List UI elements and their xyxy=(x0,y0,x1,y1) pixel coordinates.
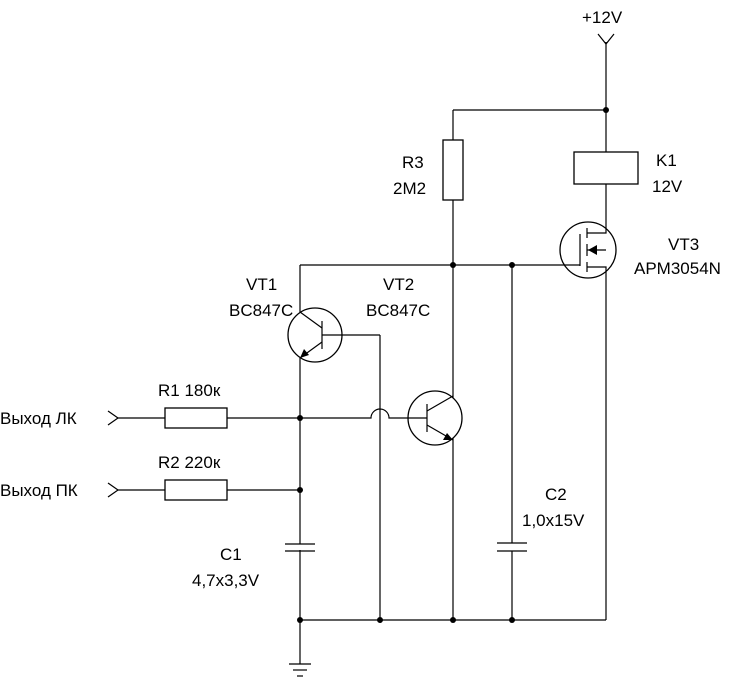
junction-dot xyxy=(450,617,456,623)
input-lk-label: Выход ЛК xyxy=(0,409,77,428)
supply-rail xyxy=(452,109,607,152)
c2-ref-label: C2 xyxy=(545,485,567,504)
vt3-mosfet xyxy=(559,221,617,620)
vt3-value-label: APM3054N xyxy=(634,259,721,278)
r1-label: R1 180к xyxy=(158,381,221,400)
c1-ref-label: C1 xyxy=(220,545,242,564)
k1-ref-label: K1 xyxy=(656,151,677,170)
vt1-ref-label: VT1 xyxy=(246,275,277,294)
c1-capacitor xyxy=(285,543,315,552)
junction-dot xyxy=(297,415,303,421)
vt1-value-label: BC847C xyxy=(229,301,293,320)
r1-resistor xyxy=(164,407,228,429)
input-pk-terminal xyxy=(107,482,120,498)
vt3-ref-label: VT3 xyxy=(668,235,699,254)
supply-label: +12V xyxy=(582,8,623,27)
vt2-value-label: BC847C xyxy=(366,301,430,320)
input-pk-label: Выход ПК xyxy=(0,481,78,500)
r3-value-label: 2M2 xyxy=(393,179,426,198)
junction-dot xyxy=(509,617,515,623)
r3-resistor xyxy=(442,139,464,201)
ground-symbol xyxy=(289,620,311,677)
junction-dot xyxy=(603,107,609,113)
junction-dot xyxy=(297,487,303,493)
k1-relay-coil xyxy=(573,151,639,185)
vt2-transistor xyxy=(407,390,463,446)
supply-terminal xyxy=(597,33,615,110)
junction-dot xyxy=(450,262,456,268)
k1-value-label: 12V xyxy=(652,177,683,196)
vt2-ref-label: VT2 xyxy=(383,275,414,294)
vt1-transistor xyxy=(287,307,380,363)
junction-dot xyxy=(377,617,383,623)
c2-value-label: 1,0x15V xyxy=(522,511,585,530)
r2-label: R2 220к xyxy=(158,453,221,472)
c1-value-label: 4,7x3,3V xyxy=(192,571,260,590)
r2-resistor xyxy=(164,479,228,501)
c2-capacitor xyxy=(497,542,527,552)
input-lk-terminal xyxy=(107,410,120,426)
r3-ref-label: R3 xyxy=(402,153,424,172)
